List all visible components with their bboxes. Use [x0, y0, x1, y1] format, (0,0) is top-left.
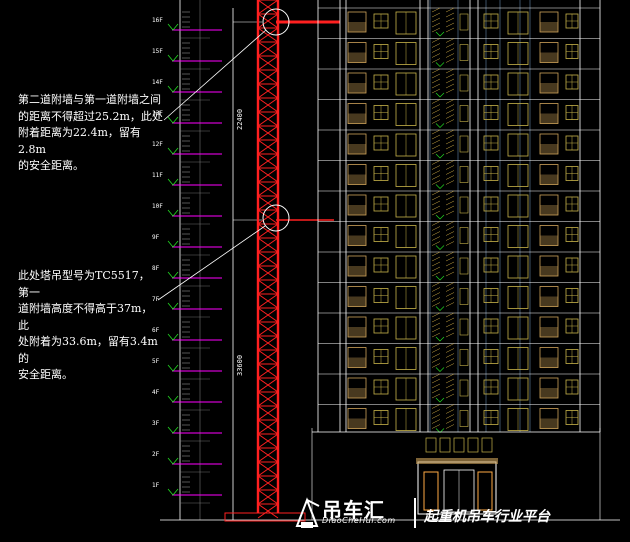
entrance-pavilion [416, 458, 498, 515]
floor-label: 9F [152, 234, 160, 241]
wall-anchor-lower [262, 204, 334, 232]
floor-label: 11F [152, 172, 163, 179]
wall-anchor-upper [262, 8, 340, 36]
dimension-label-lower: 33600 [236, 354, 244, 376]
dimension-label-upper: 22400 [236, 108, 244, 130]
floor-label: 5F [152, 358, 160, 365]
watermark-divider [414, 498, 416, 528]
floor-level-ladder [167, 0, 222, 520]
floor-label: 15F [152, 48, 163, 55]
watermark-slogan: 起重机吊车行业平台 [424, 509, 550, 525]
floor-label: 13F [152, 110, 163, 117]
annotation-second-anchor: 第二道附墙与第一道附墙之间 的距离不得超过25.2m，此处 附着距离为22.4m… [18, 93, 163, 172]
ground-base [160, 428, 620, 522]
floor-label: 10F [152, 203, 163, 210]
floor-label: 7F [152, 296, 160, 303]
floor-label: 4F [152, 389, 160, 396]
watermark-brand: 吊车汇 [322, 498, 385, 522]
leader-line-lower [157, 225, 266, 301]
building-facade [317, 0, 601, 453]
leader-line-upper [163, 29, 267, 121]
tower-crane-mast [256, 0, 280, 519]
floor-label: 12F [152, 141, 163, 148]
floor-label: 8F [152, 265, 160, 272]
floor-label: 16F [152, 17, 163, 24]
floor-label: 3F [152, 420, 160, 427]
floor-label: 2F [152, 451, 160, 458]
floor-label: 14F [152, 79, 163, 86]
floor-label: 1F [152, 482, 160, 489]
logo-icon [295, 497, 320, 528]
watermark-url: DiaoCheHui.com [322, 516, 396, 525]
annotation-first-anchor: 此处塔吊型号为TC5517，第一 道附墙高度不得高于37m，此 处附着为33.6… [18, 269, 158, 381]
floor-label: 6F [152, 327, 160, 334]
